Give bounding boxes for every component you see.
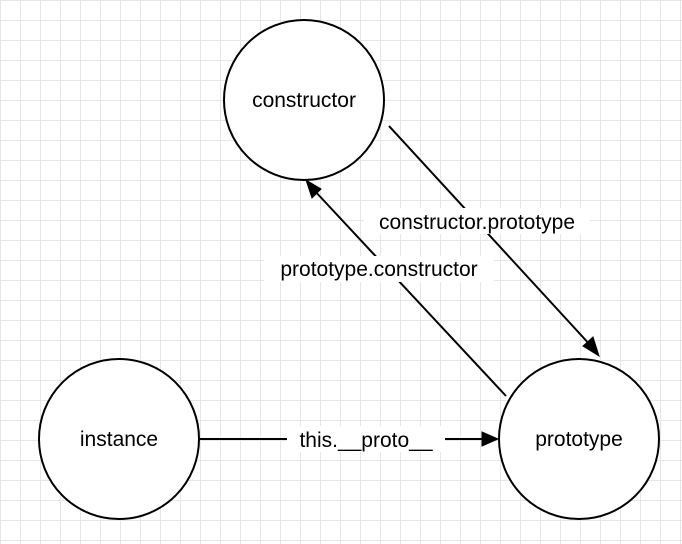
node-prototype: prototype [498, 358, 660, 520]
edge-label-constructor-prototype: constructor.prototype [379, 211, 575, 234]
node-circle-constructor [223, 19, 385, 181]
edge-line-constructor-to-prototype [388, 125, 593, 348]
edge-label-group-constructor-prototype: constructor.prototype [364, 208, 590, 234]
node-circle-prototype [498, 358, 660, 520]
edge-prototype-to-constructor [305, 178, 507, 397]
edge-label-prototype-constructor: prototype.constructor [280, 258, 477, 281]
edge-label-group-prototype-constructor: prototype.constructor [264, 256, 494, 282]
node-circle-instance [38, 358, 200, 520]
edge-label-this-proto: this.__proto__ [299, 429, 432, 452]
arrowhead-instance-to-prototype [481, 431, 500, 447]
arrowhead-at-constructor [305, 178, 322, 199]
edge-constructor-to-prototype [388, 125, 600, 358]
arrowhead-at-prototype [582, 336, 600, 358]
node-label-prototype: prototype [535, 428, 623, 451]
edge-line-prototype-to-constructor [312, 188, 507, 397]
node-label-instance: instance [80, 428, 158, 451]
node-constructor: constructor [223, 19, 385, 181]
edge-label-group-this-proto: this.__proto__ [287, 426, 445, 452]
node-label-constructor: constructor [252, 89, 356, 112]
node-instance: instance [38, 358, 200, 520]
